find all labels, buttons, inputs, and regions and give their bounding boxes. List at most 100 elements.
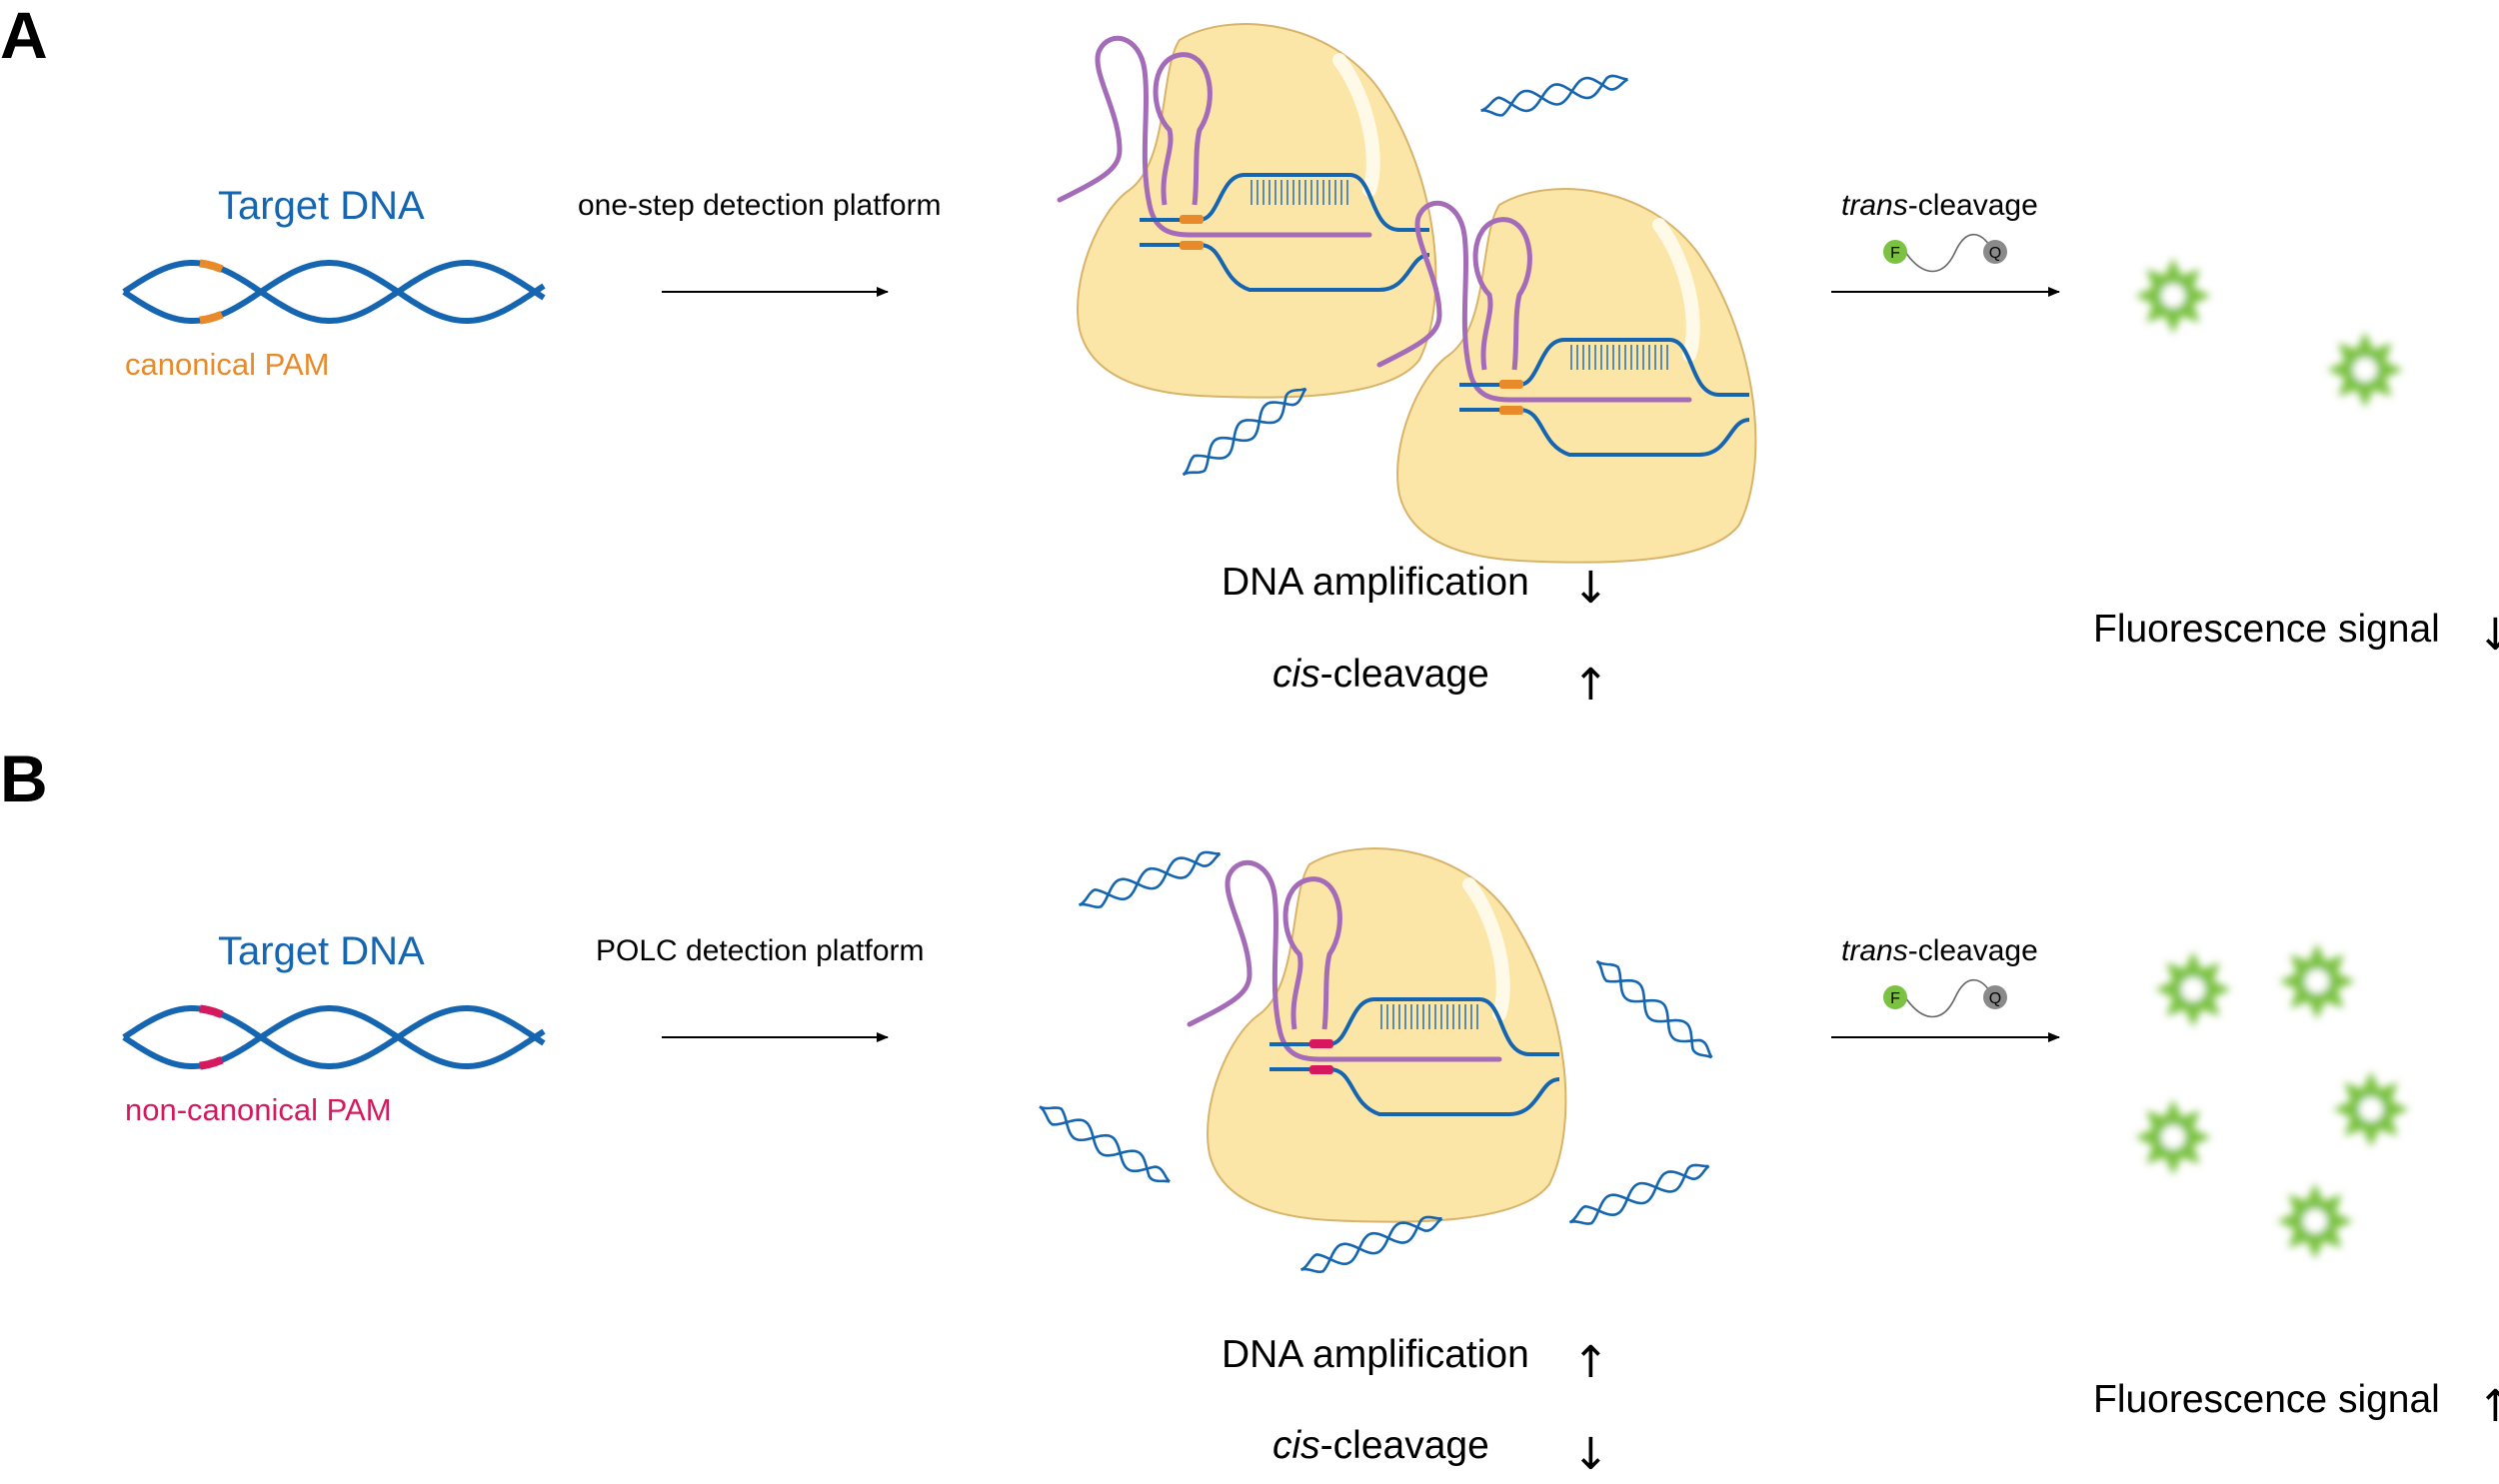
trans-suffix: -cleavage — [1907, 189, 2038, 222]
panel-b-fluorescence-label: Fluorescence signal — [2093, 1378, 2440, 1421]
cis-suffix: -cleavage — [1319, 1424, 1489, 1467]
panel-b-target-dna-label: Target DNA — [218, 929, 425, 973]
pam-mark — [1499, 406, 1523, 415]
panel-a-fluorescence-arrow: ↓ — [2477, 610, 2499, 661]
panel-b-dna-fragment — [1299, 1215, 1443, 1274]
panel-a-cis-cleavage-label: cis-cleavage — [1272, 655, 1489, 694]
panel-a-letter: A — [0, 0, 48, 72]
panel-a-dna-strand-top — [122, 260, 546, 324]
panel-b-letter: B — [0, 742, 48, 815]
non-target-strand — [1269, 1067, 1560, 1116]
pam-mark — [1309, 1065, 1333, 1074]
target-strand — [1459, 338, 1749, 397]
target-strand — [1140, 173, 1429, 232]
panel-b-fluorescence-star — [2155, 951, 2231, 1027]
panel-a-dna-fragment — [1182, 387, 1307, 477]
cas-protein — [1077, 23, 1437, 399]
panel-b-fluorescence-arrow: ↑ — [2477, 1381, 2499, 1432]
fragment-strand — [1480, 74, 1628, 113]
panel-a-dna-strand-bottom — [122, 260, 546, 324]
quencher — [1983, 240, 2007, 264]
non-target-strand — [1140, 243, 1430, 292]
panel-b-fluorescence-star — [2333, 1071, 2409, 1147]
star-center — [2353, 358, 2377, 382]
panel-a-trans-cleavage-label: trans-cleavage — [1841, 191, 2038, 221]
fragment-strand — [1568, 1163, 1709, 1224]
panel-a-pam-label: canonical PAM — [125, 347, 330, 382]
panel-a-cis-arrow: ↑ — [1572, 660, 1609, 711]
panel-b-dna-amplification-label: DNA amplification — [1222, 1333, 1529, 1376]
fragment-strand — [1182, 388, 1307, 477]
pam-mark — [1309, 1039, 1333, 1048]
fragment-strand — [1595, 959, 1712, 1059]
target-strand — [1269, 997, 1559, 1056]
fluorophore-letter: F — [1890, 990, 1900, 1007]
panel-a-amplification-arrow: ↓ — [1572, 563, 1609, 614]
fragment-strand — [1300, 1217, 1443, 1274]
cis-suffix: -cleavage — [1319, 653, 1489, 696]
fragment-strand — [1480, 76, 1629, 117]
panel-a-dna-amplification-label: DNA amplification — [1222, 561, 1529, 604]
pam-mark — [1180, 215, 1204, 224]
fragment-strand — [1299, 1215, 1442, 1271]
pam-mark — [1180, 241, 1204, 250]
panel-a-pam-mark-top — [199, 259, 224, 274]
fragment-strand — [1595, 959, 1713, 1058]
panel-a-complex-2 — [1376, 188, 1757, 564]
fragment-strand — [1182, 387, 1306, 476]
crRNA-loop — [1153, 52, 1213, 206]
crRNA-loop — [1472, 217, 1532, 371]
cas-protein — [1207, 847, 1567, 1223]
star-center — [2305, 969, 2329, 993]
fragment-strand — [1078, 850, 1221, 906]
panel-a-target-dna-helix — [122, 259, 546, 325]
panel-a-complex-1 — [1057, 23, 1437, 399]
star-center — [2359, 1097, 2383, 1121]
panel-b-dna-fragment — [1039, 1105, 1171, 1183]
panel-b-fluorescence-star — [2279, 943, 2355, 1019]
non-target-strand — [1459, 408, 1750, 457]
panel-b-dna-fragment — [1595, 959, 1713, 1059]
cas-protein — [1396, 188, 1757, 564]
star-center — [2161, 284, 2185, 308]
fragment-strand — [1569, 1164, 1710, 1225]
pam-mark — [1499, 380, 1523, 389]
crRNA-strand — [1376, 200, 1692, 403]
cis-prefix: cis — [1272, 653, 1320, 696]
panel-a-target-dna-label: Target DNA — [218, 184, 425, 228]
panel-a-platform-label: one-step detection platform — [578, 189, 942, 222]
panel-b-dna-fragment — [1568, 1163, 1710, 1225]
panel-a-dna-fragment — [1480, 74, 1629, 117]
cis-prefix: cis — [1272, 1424, 1320, 1467]
panel-b-complex — [1187, 847, 1567, 1223]
fluorophore-letter: F — [1890, 245, 1900, 262]
panel-b-pam-mark-top — [199, 1004, 224, 1019]
quencher-letter: Q — [1989, 990, 2001, 1007]
fragment-strand — [1039, 1105, 1171, 1183]
trans-prefix: trans — [1841, 189, 1908, 222]
reporter-linker — [1904, 233, 1994, 273]
star-center — [2303, 1209, 2327, 1233]
panel-b-amplification-arrow: ↑ — [1572, 1337, 1609, 1388]
panel-b-pam-label: non-canonical PAM — [125, 1092, 392, 1127]
panel-a-pam-mark-bottom — [199, 310, 224, 325]
trans-prefix: trans — [1841, 934, 1908, 967]
panel-b-platform-label: POLC detection platform — [596, 934, 925, 967]
fluorophore — [1883, 985, 1907, 1009]
panel-b-dna-fragment — [1078, 850, 1222, 909]
panel-a-fluorescence-star — [2135, 258, 2211, 334]
crRNA-loop — [1282, 876, 1342, 1030]
quencher — [1983, 985, 2007, 1009]
panel-b-target-dna-helix — [122, 1004, 546, 1070]
star-center — [2181, 977, 2205, 1001]
panel-b-fluorescence-star — [2277, 1183, 2353, 1259]
panel-b-trans-cleavage-label: trans-cleavage — [1841, 936, 2038, 966]
star-center — [2161, 1125, 2185, 1149]
panel-b-dna-strand-top — [122, 1005, 546, 1069]
crRNA-strand — [1187, 859, 1502, 1062]
protein-highlight — [1462, 877, 1510, 1021]
panel-a-fluorescence-label: Fluorescence signal — [2093, 608, 2440, 651]
panel-b-dna-strand-bottom — [122, 1005, 546, 1069]
